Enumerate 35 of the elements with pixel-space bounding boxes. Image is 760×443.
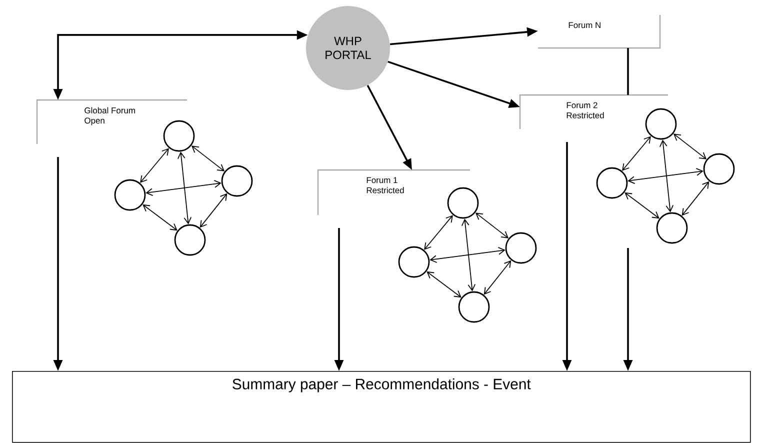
network-circle xyxy=(221,165,253,197)
arrow xyxy=(682,181,710,216)
forum-box: Forum 2 Restricted xyxy=(519,94,668,129)
network-circle xyxy=(174,224,206,256)
network-circle xyxy=(505,232,537,264)
arrow xyxy=(430,247,506,263)
arrow xyxy=(140,148,169,183)
arrow xyxy=(673,134,707,160)
network-circle xyxy=(703,153,735,185)
forum-box: Forum N xyxy=(538,15,661,49)
arrow xyxy=(628,168,704,184)
arrow xyxy=(424,215,453,250)
summary-box: Summary paper – Recommendations - Event xyxy=(12,371,751,443)
arrow xyxy=(200,193,228,228)
network-circle xyxy=(656,212,688,244)
arrow xyxy=(426,271,462,298)
network-circle xyxy=(447,187,479,219)
forum-box: Forum 1 Restricted xyxy=(317,169,470,215)
network-circle xyxy=(398,246,430,278)
network-circle xyxy=(163,120,195,152)
arrow xyxy=(475,212,509,238)
arrow xyxy=(146,180,222,196)
network-circle xyxy=(114,179,146,211)
arrow xyxy=(177,152,192,224)
arrow xyxy=(484,260,512,295)
network-circle xyxy=(458,291,490,323)
network-circle xyxy=(645,108,677,140)
forum-box: Global Forum Open xyxy=(36,99,187,144)
arrow xyxy=(622,136,651,171)
network-circle xyxy=(596,167,628,199)
arrow xyxy=(461,218,476,292)
arrow xyxy=(191,146,225,172)
arrow xyxy=(659,140,674,212)
arrow xyxy=(624,192,660,219)
arrow xyxy=(142,204,178,231)
